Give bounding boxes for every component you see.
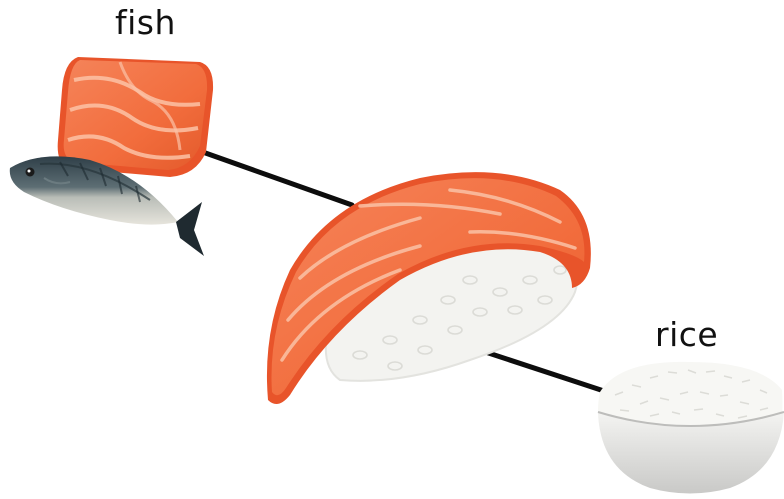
rice-label: rice	[655, 318, 718, 351]
fish-label: fish	[115, 6, 176, 39]
rice-bowl-icon	[598, 362, 784, 494]
fish-connector-line	[197, 150, 352, 205]
